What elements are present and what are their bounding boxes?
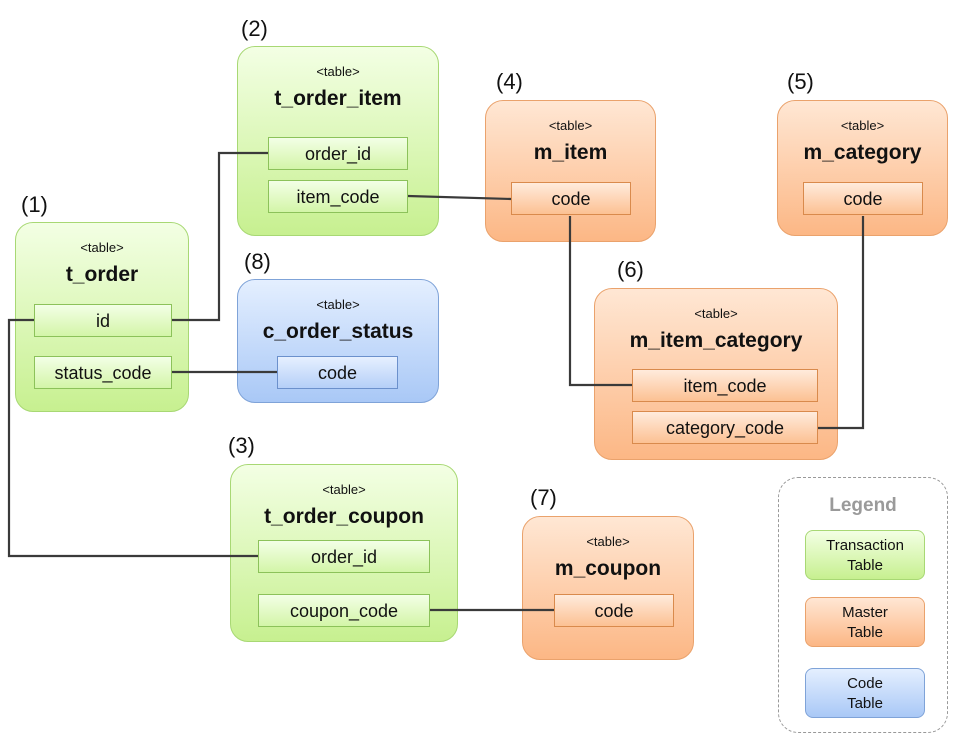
table-number-t-order-item: (2)	[241, 16, 268, 41]
legend-transaction-table: Transaction Table	[805, 530, 925, 580]
table-name: m_category	[803, 141, 922, 164]
legend-code-line1: Code	[847, 675, 883, 692]
table-number-m-item-category: (6)	[617, 257, 644, 282]
stereotype-label: <table>	[316, 297, 360, 312]
column-t-order-coupon-order-id: order_id	[258, 540, 430, 573]
stereotype-label: <table>	[586, 534, 630, 549]
table-number-t-order: (1)	[21, 192, 48, 217]
column-t-order-coupon-coupon-code: coupon_code	[258, 594, 430, 627]
stereotype-label: <table>	[80, 240, 124, 255]
table-name: m_item_category	[629, 329, 803, 352]
stereotype-label: <table>	[316, 64, 360, 79]
legend-master-table: Master Table	[805, 597, 925, 647]
table-number-m-item: (4)	[496, 69, 523, 94]
column-m-item-category-item-code: item_code	[632, 369, 818, 402]
legend-transaction-line1: Transaction	[826, 537, 904, 554]
column-m-item-code: code	[511, 182, 631, 215]
legend: Legend Transaction Table Master Table Co…	[778, 477, 948, 733]
legend-master-line2: Table	[847, 624, 883, 641]
legend-master-line1: Master	[842, 604, 888, 621]
table-name: t_order_item	[274, 87, 402, 110]
column-m-coupon-code: code	[554, 594, 674, 627]
legend-code-line2: Table	[847, 695, 883, 712]
table-number-t-order-coupon: (3)	[228, 433, 255, 458]
table-name: t_order_coupon	[264, 505, 424, 528]
column-t-order-item-order-id: order_id	[268, 137, 408, 170]
table-name: c_order_status	[262, 320, 414, 343]
legend-transaction-line2: Table	[847, 557, 883, 574]
table-m-coupon: <table> m_coupon	[522, 516, 694, 660]
table-name: m_item	[533, 141, 608, 164]
stereotype-label: <table>	[548, 118, 593, 133]
table-m-item: <table> m_item	[485, 100, 656, 242]
table-number-c-order-status: (8)	[244, 249, 271, 274]
legend-title: Legend	[829, 495, 897, 516]
stereotype-label: <table>	[694, 306, 738, 321]
table-name: t_order	[65, 263, 139, 286]
column-m-category-code: code	[803, 182, 923, 215]
table-number-m-category: (5)	[787, 69, 814, 94]
table-number-m-coupon: (7)	[530, 485, 557, 510]
stereotype-label: <table>	[840, 118, 885, 133]
table-m-category: <table> m_category	[777, 100, 948, 236]
column-t-order-item-item-code: item_code	[268, 180, 408, 213]
table-name: m_coupon	[554, 557, 662, 580]
column-t-order-id: id	[34, 304, 172, 337]
column-c-order-status-code: code	[277, 356, 398, 389]
column-t-order-status-code: status_code	[34, 356, 172, 389]
legend-code-table: Code Table	[805, 668, 925, 718]
stereotype-label: <table>	[322, 482, 366, 497]
column-m-item-category-category-code: category_code	[632, 411, 818, 444]
